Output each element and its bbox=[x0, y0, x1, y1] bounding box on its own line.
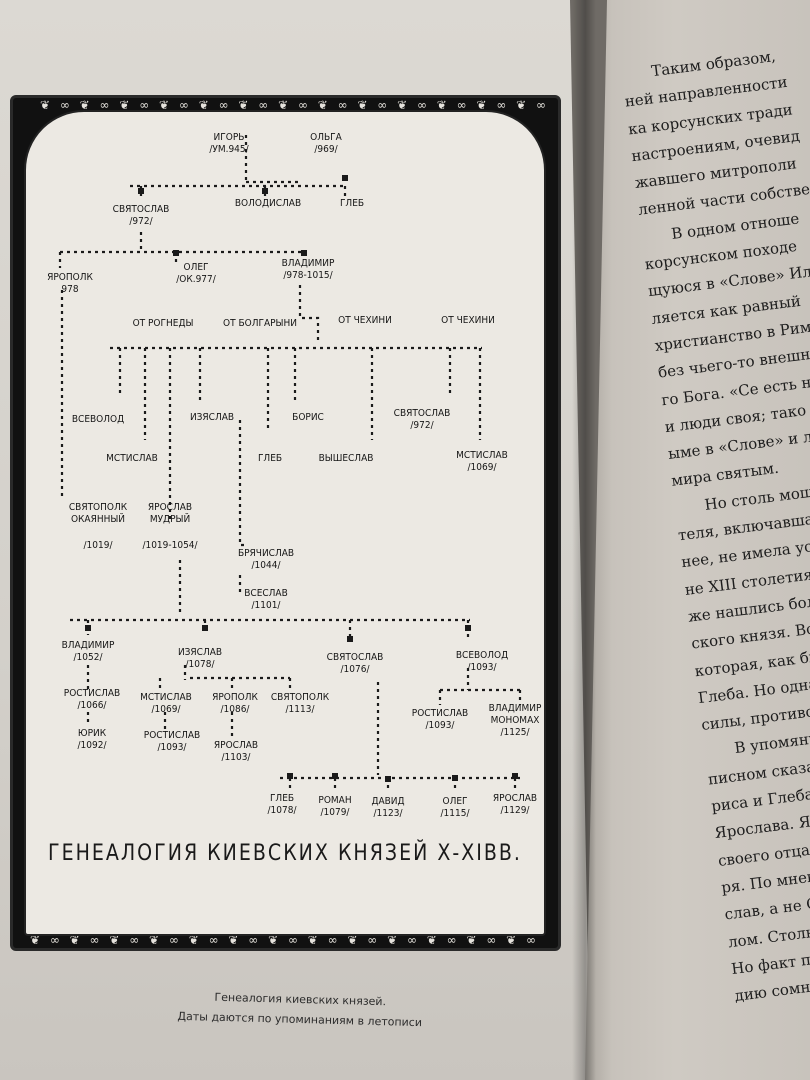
node-yaroslav-2: ЯРОСЛАВ/1103/ bbox=[213, 740, 259, 763]
node-wife-rogneda: ОТ РОГНЕДЫ bbox=[132, 318, 194, 329]
node-rostislav-3: РОСТИСЛАВ/1093/ bbox=[411, 708, 469, 731]
node-vladimir-monomakh: ВЛАДИМИР МОНОМАХ/1125/ bbox=[488, 703, 542, 738]
node-vladimir-1: ВЛАДИМИР/978-1015/ bbox=[281, 258, 335, 281]
node-igor: ИГОРЬ/УМ.945/ bbox=[209, 132, 249, 155]
node-mstislav-1: МСТИСЛАВ bbox=[106, 453, 158, 464]
node-vsevolod-2: ВСЕВОЛОД/1093/ bbox=[455, 650, 509, 673]
node-vseslav: ВСЕСЛАВ/1101/ bbox=[244, 588, 288, 611]
node-vsevolod-1: ВСЕВОЛОД bbox=[71, 414, 125, 425]
node-yaroslav-1: ЯРОСЛАВ МУДРЫЙ/1019-1054/ bbox=[142, 502, 198, 551]
node-oleg-2: ОЛЕГ/1115/ bbox=[440, 796, 470, 819]
diagram-title: ГЕНЕАЛОГИЯ КИЕВСКИХ КНЯЗЕЙ Х-ХIВВ. bbox=[48, 840, 522, 866]
node-olga: ОЛЬГА/969/ bbox=[310, 132, 342, 155]
node-sviatoslav-2: СВЯТОСЛАВ/972/ bbox=[393, 408, 451, 431]
ornament-top: ❦ ∞ ❦ ∞ ❦ ∞ ❦ ∞ ❦ ∞ ❦ ∞ ❦ ∞ ❦ ∞ ❦ ∞ ❦ ∞ … bbox=[40, 99, 550, 111]
node-vysheslav: ВЫШЕСЛАВ bbox=[318, 453, 374, 464]
ornament-bottom: ❦ ∞ ❦ ∞ ❦ ∞ ❦ ∞ ❦ ∞ ❦ ∞ ❦ ∞ ❦ ∞ ❦ ∞ ❦ ∞ … bbox=[30, 934, 540, 946]
node-yaropolk-2: ЯРОПОЛК/1086/ bbox=[212, 692, 258, 715]
node-yurik: ЮРИК/1092/ bbox=[77, 728, 107, 751]
node-boris: БОРИС bbox=[292, 412, 324, 423]
node-sviatopolk-1: СВЯТОПОЛК ОКАЯННЫЙ/1019/ bbox=[68, 502, 128, 551]
node-gleb-2: ГЛЕБ bbox=[257, 453, 283, 464]
diagram-panel bbox=[24, 110, 546, 936]
node-wife-bolgarynya: ОТ БОЛГАРЫНИ bbox=[223, 318, 297, 329]
node-wife-chekhinya-2: ОТ ЧЕХИНИ bbox=[441, 315, 495, 326]
node-sviatopolk-2: СВЯТОПОЛК/1113/ bbox=[270, 692, 330, 715]
node-gleb-1: ГЛЕБ bbox=[339, 198, 365, 209]
node-wife-chekhinya-1: ОТ ЧЕХИНИ bbox=[338, 315, 392, 326]
node-roman: РОМАН/1079/ bbox=[318, 795, 352, 818]
node-rostislav-1: РОСТИСЛАВ/1066/ bbox=[63, 688, 121, 711]
node-yaroslav-3: ЯРОСЛАВ/1129/ bbox=[492, 793, 538, 816]
right-page bbox=[585, 0, 810, 1080]
node-izyaslav-1: ИЗЯСЛАВ bbox=[189, 412, 235, 423]
node-bryachislav: БРЯЧИСЛАВ/1044/ bbox=[237, 548, 295, 571]
node-mstislav-2: МСТИСЛАВ/1069/ bbox=[456, 450, 508, 473]
node-oleg-1: ОЛЕГ/ОК.977/ bbox=[176, 262, 216, 285]
book-gutter bbox=[572, 0, 596, 1080]
node-sviatoslav-3: СВЯТОСЛАВ/1076/ bbox=[326, 652, 384, 675]
node-vladimir-2: ВЛАДИМИР/1052/ bbox=[61, 640, 115, 663]
node-david: ДАВИД/1123/ bbox=[371, 796, 405, 819]
node-izyaslav-2: ИЗЯСЛАВ/1078/ bbox=[177, 647, 223, 670]
node-volodislav: ВОЛОДИСЛАВ bbox=[234, 198, 302, 209]
node-mstislav-3: МСТИСЛАВ/1069/ bbox=[140, 692, 192, 715]
node-gleb-3: ГЛЕБ/1078/ bbox=[267, 793, 297, 816]
node-sviatoslav-1: СВЯТОСЛАВ/972/ bbox=[112, 204, 170, 227]
figure-caption: Генеалогия киевских князей. Даты даются … bbox=[140, 986, 461, 1034]
node-rostislav-2: РОСТИСЛАВ/1093/ bbox=[143, 730, 201, 753]
